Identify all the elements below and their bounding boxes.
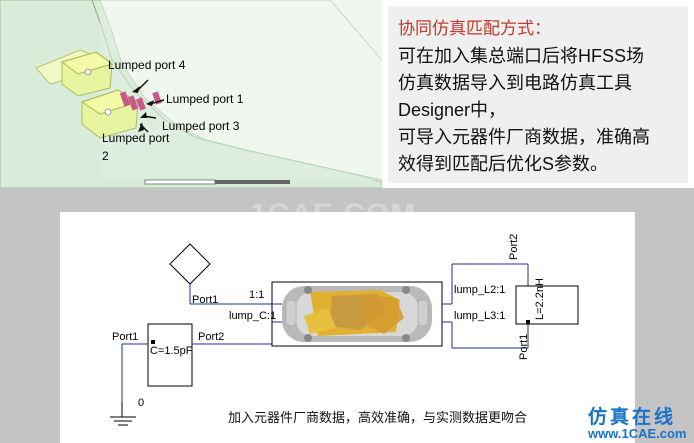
inductor-value: L=2.2nH [534, 278, 546, 320]
lumped-port-3-label: Lumped port 3 [162, 119, 240, 133]
lump-l3-label: lump_L3:1 [454, 310, 506, 322]
schematic-wires [110, 243, 579, 426]
lumped-port-2-number: 2 [102, 149, 109, 163]
note-line-1: 可在加入集总端口后将HFSS场 [398, 46, 645, 66]
ground-label: 0 [138, 397, 145, 409]
note-title: 协同仿真匹配方式： [398, 19, 551, 38]
capacitor-value: C=1.5pF [150, 345, 193, 357]
note-line-2: 仿真数据导入到电路仿真工具 [398, 73, 632, 93]
note-box: 协同仿真匹配方式： 可在加入集总端口后将HFSS场 仿真数据导入到电路仿真工具 … [388, 6, 688, 183]
vehicle-image [282, 286, 432, 342]
hfss-model-drawing [0, 0, 382, 188]
note-line-4: 可导入元器件厂商数据，准确高 [398, 127, 650, 147]
lumped-port-1-label: Lumped port 1 [166, 92, 244, 106]
circuit-schematic: Port1 1:1 lump_C:1 Port1 Port2 C=1.5pF 0… [60, 212, 635, 443]
inductor-port2-label: Port2 [508, 233, 520, 260]
brand-watermark-text: 仿真在线 [588, 407, 677, 428]
hfss-3d-view: Lumped port 4 Lumped port 1 Lumped port … [0, 0, 382, 188]
note-line-3: Designer中， [398, 100, 507, 120]
port1-top-label: Port1 [192, 294, 219, 306]
lump-l2-label: lump_L2:1 [454, 284, 506, 296]
inductor-port1-label: Port1 [518, 333, 530, 360]
port2-label: Port2 [198, 331, 225, 343]
lump-c-label: lump_C:1 [229, 310, 277, 322]
note-line-5: 效得到匹配后优化S参数。 [398, 154, 609, 174]
ratio-label: 1:1 [249, 289, 265, 301]
brand-watermark-url: www.1CAE.com [588, 426, 687, 441]
port1-left-label: Port1 [112, 331, 139, 343]
schematic-caption: 加入元器件厂商数据，高效准确，与实测数据更吻合 [228, 410, 528, 425]
lumped-port-4-label: Lumped port 4 [108, 58, 186, 72]
lumped-port-2-label: Lumped port [102, 131, 170, 145]
